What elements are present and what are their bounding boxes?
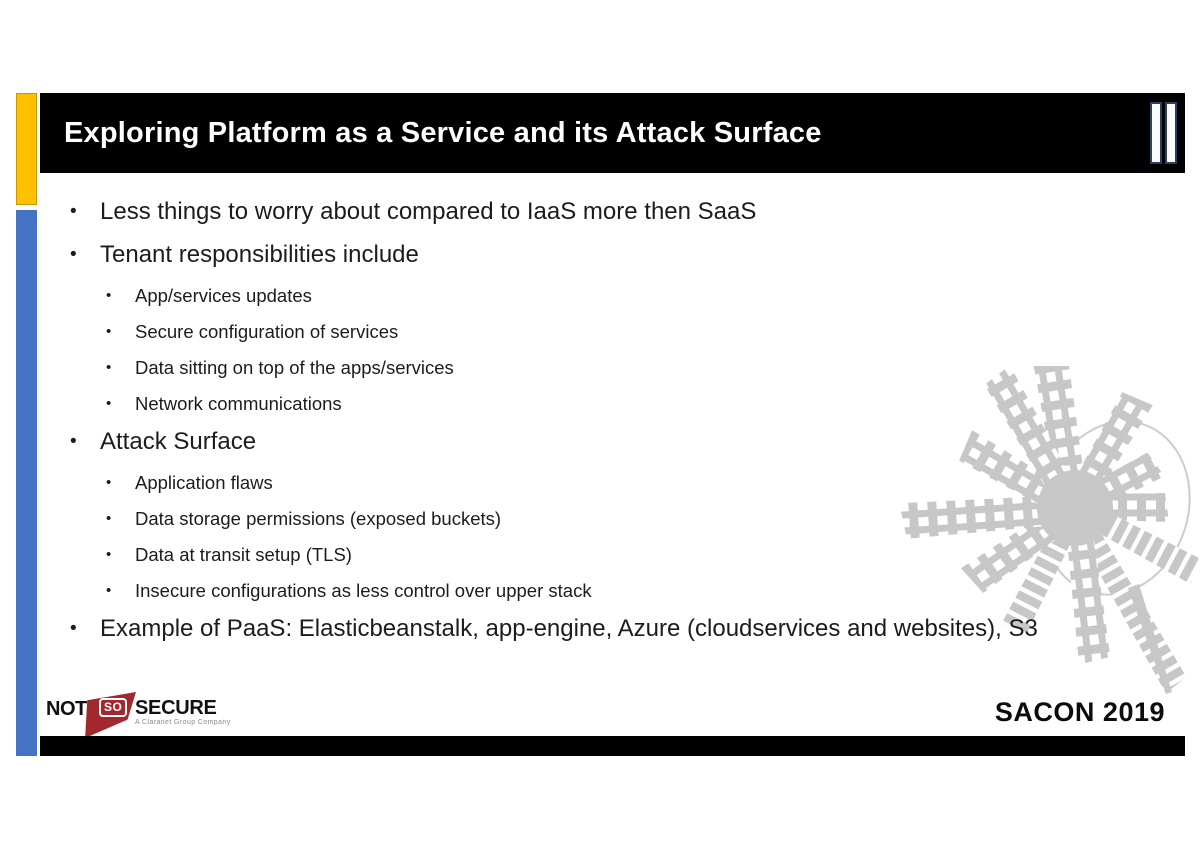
footer-bar [40,736,1185,756]
bullet-item-level2: Data at transit setup (TLS) [104,542,1148,568]
pause-bars-icon [1150,102,1177,164]
bullet-item-level2: Data sitting on top of the apps/services [104,355,1148,381]
bullet-item-level1: Attack Surface [68,427,1148,457]
bullet-item-level2: Data storage permissions (exposed bucket… [104,506,1148,532]
accent-bar-yellow [16,93,37,205]
logo-secure-block: SECURE A Claranet Group Company [135,698,231,726]
logo-not-text: NOT [46,698,87,720]
logo-secure-text: SECURE [135,697,217,719]
bullet-item-level2: Application flaws [104,470,1148,496]
accent-bar-blue [16,210,37,756]
bullet-item-level2: App/services updates [104,283,1148,309]
bullet-item-level1: Tenant responsibilities include [68,240,1148,270]
bullet-item-level1: Less things to worry about compared to I… [68,197,1148,227]
notsosecure-logo: NOT SO SECURE A Claranet Group Company [42,691,230,741]
logo-tagline: A Claranet Group Company [135,719,231,726]
bullet-item-level2: Insecure configurations as less control … [104,578,1148,604]
title-bar: Exploring Platform as a Service and its … [40,93,1185,173]
bullet-item-level2: Secure configuration of services [104,319,1148,345]
conference-label: SACON 2019 [994,697,1165,727]
bullet-item-level2: Network communications [104,391,1148,417]
bullet-item-level1: Example of PaaS: Elasticbeanstalk, app-e… [68,614,1148,644]
logo-so-badge: SO [99,698,128,717]
pause-bar-icon [1165,102,1177,164]
pause-bar-icon [1150,102,1162,164]
bullet-list: Less things to worry about compared to I… [68,197,1148,657]
slide-title: Exploring Platform as a Service and its … [64,117,822,149]
